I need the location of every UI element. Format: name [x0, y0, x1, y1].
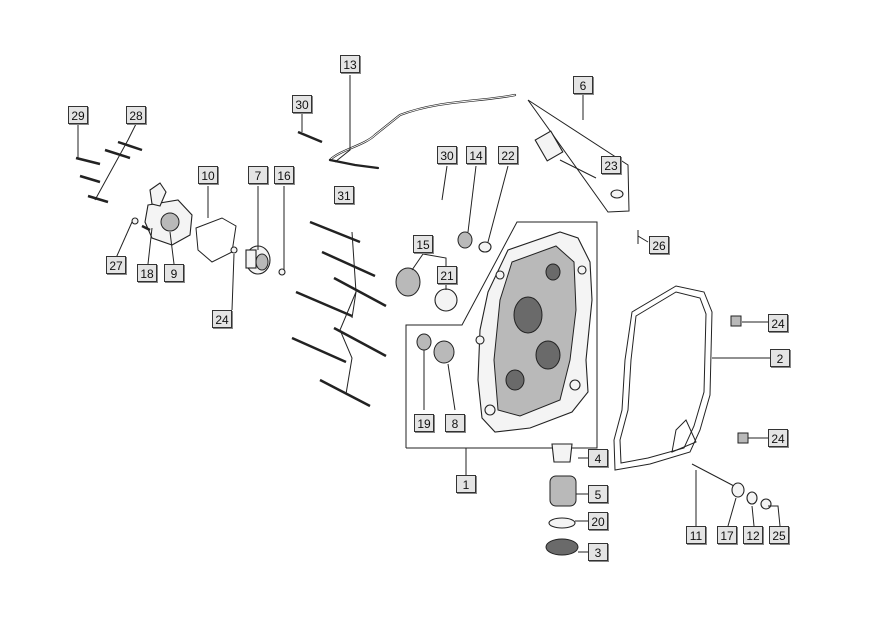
callout-30-mid: 30 — [437, 146, 457, 164]
callout-25: 25 — [769, 526, 789, 544]
seal-14 — [457, 231, 473, 249]
dipstick — [534, 130, 597, 179]
callout-2: 2 — [770, 349, 790, 367]
bolts-29-28 — [75, 130, 323, 232]
screw-27 — [131, 217, 139, 225]
callout-7: 7 — [248, 166, 268, 184]
bearing-8 — [433, 340, 455, 364]
callout-14: 14 — [466, 146, 486, 164]
callout-22: 22 — [498, 146, 518, 164]
callout-15: 15 — [413, 235, 433, 253]
plug-24-right-top — [730, 315, 742, 327]
callout-18: 18 — [137, 264, 157, 282]
callout-29: 29 — [68, 106, 88, 124]
callout-6: 6 — [573, 76, 593, 94]
water-pump-cover — [144, 182, 193, 246]
callout-19: 19 — [414, 414, 434, 432]
callout-21: 21 — [437, 266, 457, 284]
seal-19 — [416, 333, 432, 351]
oring-22 — [478, 241, 492, 253]
assembly-outline-6 — [527, 99, 630, 213]
shaft-11 — [691, 463, 772, 510]
callout-13: 13 — [340, 55, 360, 73]
callout-24-right-bottom: 24 — [768, 429, 788, 447]
leader-lines — [77, 75, 781, 553]
callout-27: 27 — [106, 256, 126, 274]
callout-8: 8 — [445, 414, 465, 432]
callout-17: 17 — [717, 526, 737, 544]
callout-16: 16 — [274, 166, 294, 184]
callout-4: 4 — [588, 449, 608, 467]
callout-20: 20 — [588, 512, 608, 530]
callout-23: 23 — [601, 156, 621, 174]
callout-30-top: 30 — [292, 95, 312, 113]
plug-24-right-bottom — [737, 432, 749, 444]
callout-24-right-top: 24 — [768, 314, 788, 332]
seal-15 — [395, 267, 421, 297]
callout-1: 1 — [456, 475, 476, 493]
callout-28: 28 — [126, 106, 146, 124]
callout-26: 26 — [649, 236, 669, 254]
assembly-outline-1 — [405, 221, 598, 449]
callout-12: 12 — [743, 526, 763, 544]
callout-5: 5 — [588, 485, 608, 503]
bolts-31 — [291, 220, 387, 408]
oring-21 — [434, 288, 458, 312]
callout-9: 9 — [164, 264, 184, 282]
callout-24-left: 24 — [212, 310, 232, 328]
dowel-24-left — [230, 246, 238, 254]
water-pump-gasket — [195, 217, 237, 263]
crankcase-cover — [475, 231, 593, 433]
impeller — [245, 245, 271, 275]
gasket — [613, 285, 713, 471]
callout-11: 11 — [686, 526, 706, 544]
oring-23 — [610, 189, 624, 199]
oil-filter-stack — [545, 443, 579, 556]
callout-31: 31 — [334, 186, 354, 204]
callout-3: 3 — [588, 543, 608, 561]
wire-harness — [328, 93, 517, 170]
callout-10: 10 — [198, 166, 218, 184]
washer-16 — [278, 268, 286, 276]
